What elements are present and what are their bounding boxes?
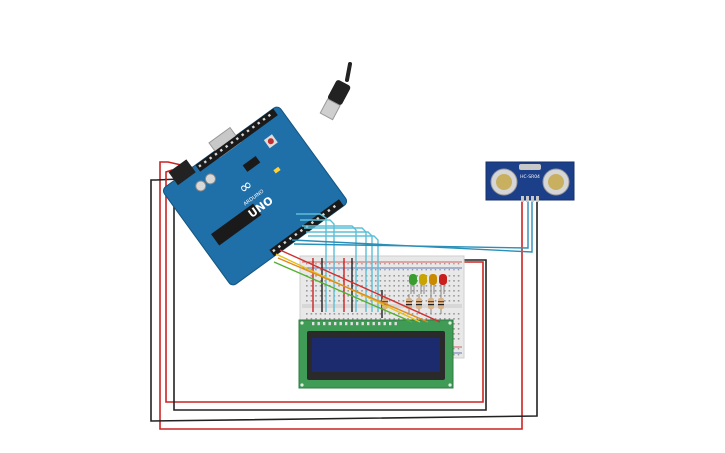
wire-cyan-6[interactable] — [308, 235, 379, 312]
resistor-1[interactable] — [406, 294, 412, 314]
wire-cyan-1[interactable] — [296, 213, 327, 312]
wire-power-outer[interactable] — [159, 161, 523, 430]
signal-wires — [273, 200, 533, 323]
digital-pin-header — [195, 108, 278, 172]
sensor-pins — [521, 196, 539, 202]
ultrasonic-sensor[interactable]: HC-SR04 — [485, 161, 575, 202]
breadboard-jumpers — [312, 258, 383, 318]
lcd-screen — [312, 338, 440, 372]
led-3[interactable] — [429, 274, 437, 294]
usb-cable — [319, 62, 352, 121]
led-1[interactable] — [409, 274, 417, 294]
wire-cyan-4[interactable] — [304, 227, 367, 312]
wire-ground-outer[interactable] — [150, 177, 538, 422]
wire-orange[interactable] — [277, 257, 429, 323]
resistor-3[interactable] — [428, 294, 434, 314]
lcd-pin-header — [312, 322, 397, 326]
led-4[interactable] — [439, 274, 447, 294]
led-2[interactable] — [419, 274, 427, 294]
resistor-4[interactable] — [438, 294, 444, 314]
sensor-model-label: HC-SR04 — [520, 174, 540, 180]
wire-sensor-2[interactable] — [291, 200, 533, 253]
wire-cyan-5[interactable] — [306, 231, 373, 312]
led-group — [409, 274, 447, 294]
wire-green[interactable] — [273, 261, 413, 323]
wire-red-signal[interactable] — [279, 249, 441, 323]
resistor-2[interactable] — [416, 294, 422, 314]
wire-cyan-2[interactable] — [300, 219, 335, 312]
arduino-uno-board[interactable]: ∞ ARDUINO UNO — [156, 97, 349, 287]
lcd-display[interactable] — [298, 319, 454, 389]
wire-sensor-1[interactable] — [293, 200, 529, 249]
